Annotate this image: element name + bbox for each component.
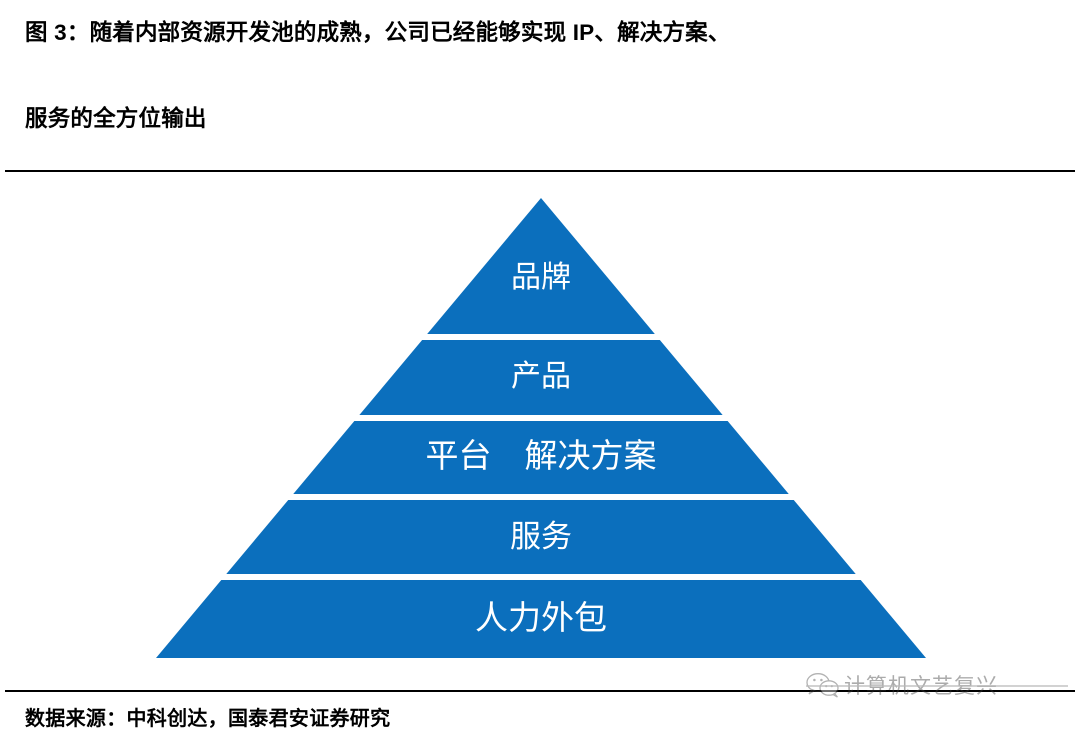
figure-title-line-1: 图 3：随着内部资源开发池的成熟，公司已经能够实现 IP、解决方案、: [25, 20, 731, 45]
source-note: 数据来源：中科创达，国泰君安证券研究: [25, 708, 391, 730]
pyramid-band-5: [156, 580, 926, 658]
watermark-strike-line: [806, 685, 1068, 687]
wechat-icon: [806, 673, 839, 698]
pyramid-band-2: [359, 340, 723, 415]
watermark-text: 计算机文艺复兴: [844, 675, 998, 698]
pyramid-graphic: [156, 198, 926, 658]
pyramid-band-3: [293, 421, 789, 494]
pyramid-band-4: [226, 500, 856, 574]
pyramid-band-1: [427, 198, 655, 334]
header-divider: [5, 170, 1075, 172]
footer-divider: [5, 690, 1075, 692]
pyramid-bands: [156, 198, 926, 658]
pyramid-chart: 品牌产品平台 解决方案服务人力外包: [0, 172, 1080, 688]
watermark: 计算机文艺复兴: [806, 666, 1068, 704]
figure-title-line-2: 服务的全方位输出: [25, 106, 207, 131]
figure-title: 图 3：随着内部资源开发池的成熟，公司已经能够实现 IP、解决方案、 服务的全方…: [25, 12, 1060, 140]
